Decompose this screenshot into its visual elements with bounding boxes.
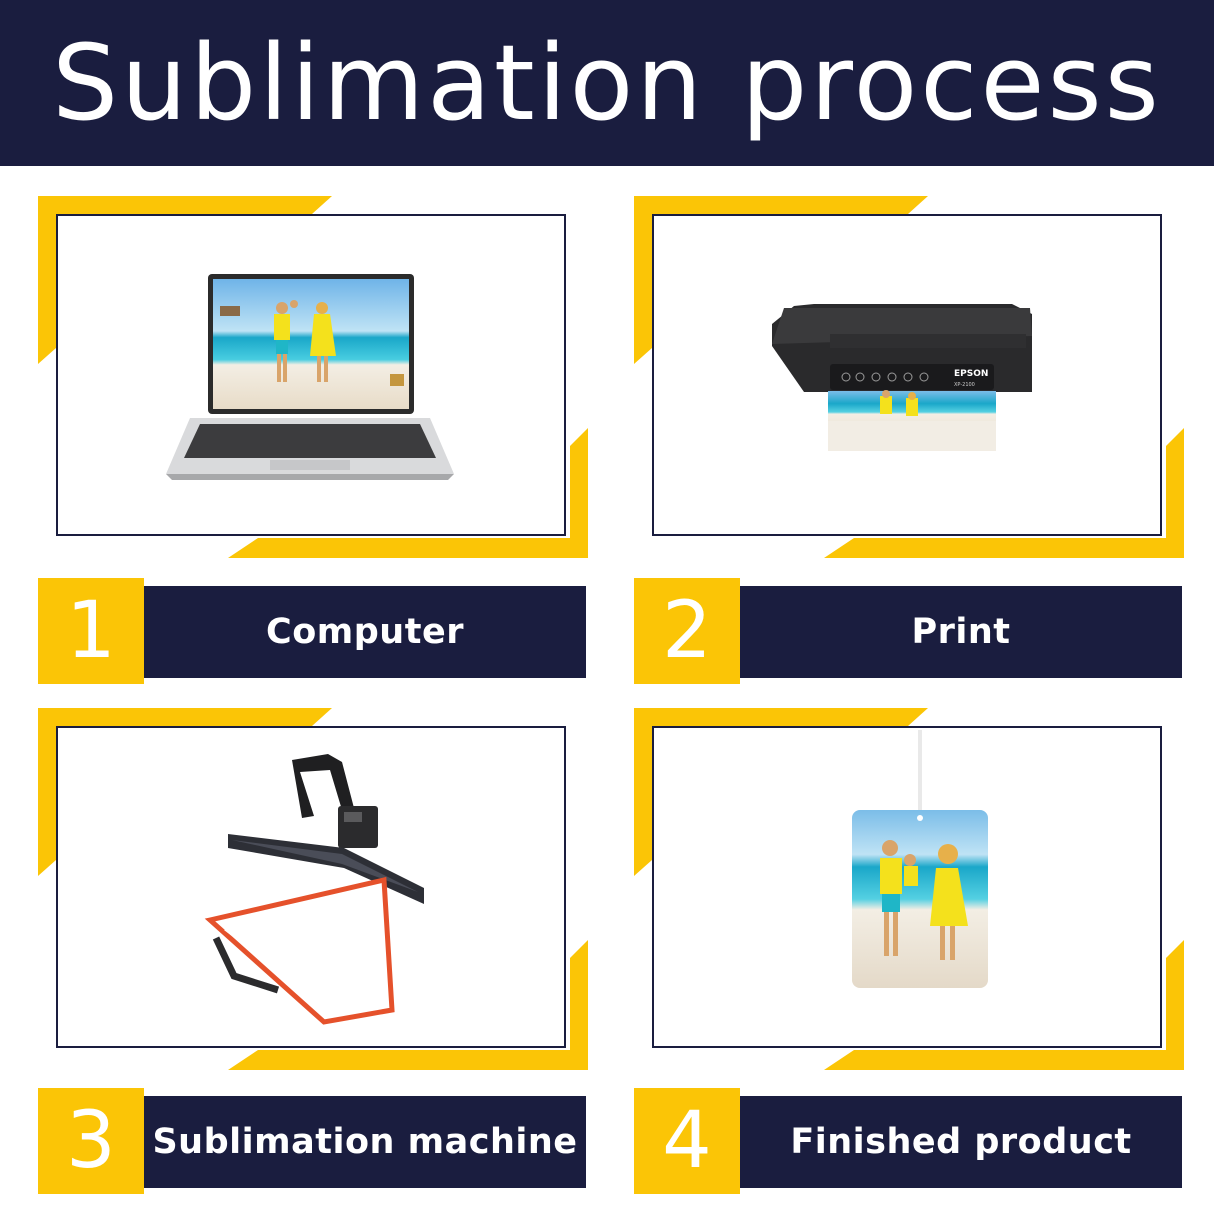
page-title: Sublimation process <box>52 22 1162 144</box>
step-number: 1 <box>38 578 144 684</box>
printer-brand: EPSON <box>954 369 988 379</box>
heat-press-icon <box>204 754 424 1025</box>
printer-model: XP-2100 <box>954 382 975 388</box>
step-number: 3 <box>38 1088 144 1194</box>
corner-accent-bottom-right <box>228 940 588 1070</box>
step-4-image-panel <box>634 708 1184 1070</box>
corner-accent-bottom-right <box>228 428 588 558</box>
step-title: Sublimation machine <box>144 1096 586 1188</box>
corner-accent-top-left <box>38 196 332 364</box>
step-4-label: 4 Finished product <box>634 1088 1182 1194</box>
step-1-image-panel <box>38 196 588 558</box>
step-number: 2 <box>634 578 740 684</box>
corner-accent-top-left <box>634 196 928 364</box>
corner-accent-bottom-right <box>824 428 1184 558</box>
step-1-label: 1 Computer <box>38 578 586 684</box>
step-3-image-panel <box>38 708 588 1070</box>
step-number: 4 <box>634 1088 740 1194</box>
step-2-label: 2 Print <box>634 578 1182 684</box>
corner-accent-top-left <box>634 708 928 876</box>
corner-accent-bottom-right <box>824 940 1184 1070</box>
page-header: Sublimation process <box>0 0 1214 166</box>
laptop-icon <box>166 274 454 480</box>
corner-accent-top-left <box>38 708 332 876</box>
image-frame <box>56 214 566 536</box>
printer-icon: EPSON XP-2100 <box>772 304 1032 451</box>
air-freshener-icon <box>852 730 988 988</box>
step-title: Print <box>740 586 1182 678</box>
step-title: Computer <box>144 586 586 678</box>
step-3-label: 3 Sublimation machine <box>38 1088 586 1194</box>
step-2-image-panel: EPSON XP-2100 <box>634 196 1184 558</box>
step-title: Finished product <box>740 1096 1182 1188</box>
